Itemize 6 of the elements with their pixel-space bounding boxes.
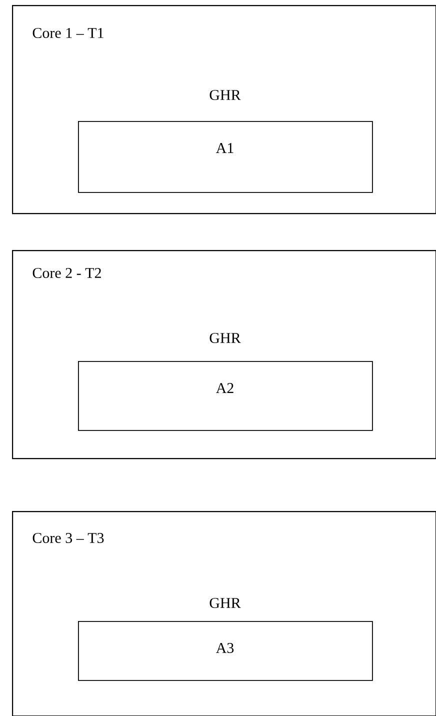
inner-box: A3: [78, 621, 373, 681]
heading-text: GHR: [210, 598, 241, 608]
heading-text: GHR: [210, 90, 241, 100]
heading-text: GHR: [210, 332, 241, 344]
inner-box: A2: [78, 361, 373, 431]
inner-box: A1: [78, 121, 373, 193]
